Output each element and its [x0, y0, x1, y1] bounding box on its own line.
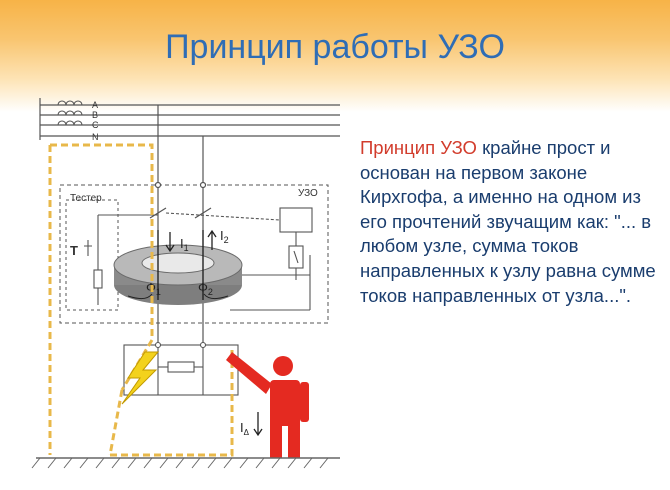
primary-windings: [157, 230, 204, 300]
toroid-core: [113, 244, 243, 305]
leak-current-label: IΔ: [240, 420, 250, 437]
spark-icon: [121, 351, 160, 405]
ground-symbol: [31, 457, 340, 469]
coil-b: [57, 110, 83, 116]
tester-label: Тестер: [70, 193, 102, 204]
phase-label-c: C: [92, 120, 99, 130]
phase-labels: A B C N: [92, 100, 99, 142]
tester-box: [65, 199, 119, 311]
feed-wires: [157, 105, 204, 345]
tester-button-symbol: [84, 214, 158, 305]
slide-title: Принцип работы УЗО: [165, 28, 505, 66]
coil-a: [57, 100, 83, 106]
phase-label-n: N: [92, 132, 99, 142]
trip-relay: [165, 207, 313, 311]
rcd-enclosure: [59, 184, 329, 324]
rcd-label: УЗО: [298, 188, 318, 199]
body-rest: крайне прост и основан на первом законе …: [360, 137, 656, 306]
person-icon: [226, 352, 309, 458]
phase-label-a: A: [92, 100, 98, 110]
header-band: [0, 0, 670, 112]
tester-t-label: Т: [70, 243, 78, 258]
coil-c: [57, 120, 83, 126]
phase-label-b: B: [92, 110, 98, 120]
body-accent-phrase: Принцип УЗО: [360, 137, 477, 158]
current-i1: I1: [180, 236, 189, 253]
leak-current: IΔ: [240, 412, 263, 437]
coil-symbols: [57, 100, 83, 126]
rcd-diagram: A B C N УЗО Тестер Т: [31, 98, 340, 469]
ground-path: [48, 143, 234, 457]
rcd-contacts: [149, 181, 212, 219]
current-labels: I1 I2: [165, 228, 229, 253]
current-i2: I2: [220, 228, 229, 245]
slide-body-text: Принцип УЗО крайне прост и основан на пе…: [360, 136, 660, 308]
flux-f2: Ф2: [198, 280, 213, 297]
supply-lines: [39, 98, 340, 140]
